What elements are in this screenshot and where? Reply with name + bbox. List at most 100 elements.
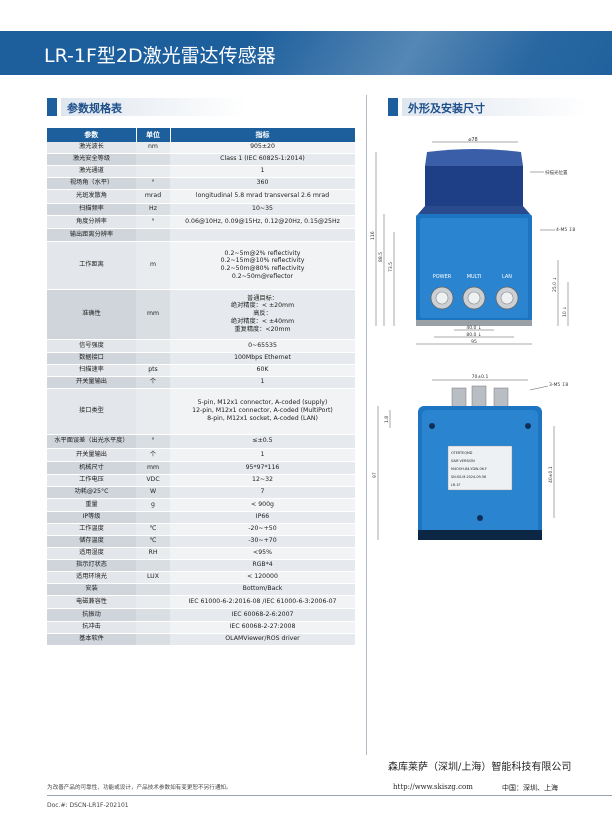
table-row: 角度分辨率°0.06@10Hz, 0.09@15Hz, 0.12@20Hz, 0… [47, 215, 355, 229]
table-row: 视场角（水平）°360 [47, 177, 355, 190]
unit-cell [136, 228, 170, 242]
column-header-unit: 单位 [136, 128, 171, 142]
value-cell: 7 [170, 486, 355, 499]
footer-divider [47, 795, 612, 796]
page-header: LR-1F型2D激光雷达传感器 [0, 31, 612, 75]
value-line: IEC 60068-2-6:2007 [231, 610, 294, 618]
front-dim-25: 25.0 ↓ [552, 277, 558, 292]
param-cell: 适用湿度 [47, 547, 136, 560]
param-cell: 工作电压 [47, 474, 136, 487]
unit-cell: 个 [136, 448, 170, 462]
port-connector-multi [462, 286, 486, 310]
website-link[interactable]: http://www.skiszg.com [393, 783, 473, 791]
unit-cell: RH [136, 547, 170, 560]
value-cell: 95*97*116 [170, 461, 355, 475]
product-label [447, 445, 513, 491]
value-line: 8-pin, M12x1 socket, A-coded (LAN) [207, 414, 318, 422]
unit-cell: ° [136, 215, 170, 229]
unit-cell [136, 633, 170, 646]
param-cell: 开关量输出 [47, 376, 136, 389]
dimension-section-heading: 外形及安装尺寸 [388, 98, 588, 116]
value-line: 1 [260, 450, 265, 458]
side-hole-callout: 3-M5 ↧8 [549, 382, 568, 388]
front-top-dim: ⌀78 [468, 137, 477, 143]
param-cell: 扫描频率 [47, 203, 136, 216]
param-cell: 工作温度 [47, 523, 136, 536]
value-line: < 900g [251, 500, 274, 508]
front-dim-10: 10 ↓ [562, 306, 568, 317]
front-hole-callout: 4-M5 ↧8 [556, 227, 575, 233]
header-decoration [219, 31, 612, 75]
company-name: 森库莱萨（深圳/上海）智能科技有限公司 [388, 762, 572, 773]
port-connector-lan [495, 286, 519, 310]
side-dim-1-8: 1.8 [384, 416, 390, 423]
dimension-section-title: 外形及安装尺寸 [408, 102, 485, 115]
scan-position-callout: 扫描光位置 [545, 169, 568, 176]
unit-cell [136, 621, 170, 634]
value-line: 10~35 [252, 205, 273, 213]
column-header-param: 参数 [47, 128, 137, 142]
value-line: 360 [256, 179, 269, 187]
unit-cell: mrad [136, 189, 170, 204]
value-line: IP66 [255, 513, 270, 521]
label-line-3: M4OOH-B4-YDW-06-F [451, 467, 487, 471]
value-cell: 1 [170, 376, 355, 389]
value-cell: ≤±0.5 [170, 434, 355, 449]
value-cell: IEC 61000-6-2:2016-08 /IEC 61000-6-3:200… [170, 595, 355, 609]
value-line: 高反： [253, 310, 272, 318]
value-line: 905±20 [250, 143, 275, 151]
value-cell: 5-pin, M12x1 connector, A-coded (supply)… [170, 388, 355, 435]
value-line: RGB*4 [252, 561, 273, 569]
side-top-dim: 70±0.1 [472, 374, 489, 380]
value-line: -20~+50 [248, 525, 277, 533]
unit-cell: ° [136, 434, 170, 449]
unit-cell [136, 559, 170, 572]
port-connector-power [430, 286, 454, 310]
front-dim-40: 40.0 ↓ [466, 325, 481, 331]
value-cell: 12~32 [170, 474, 355, 487]
param-cell: 机械尺寸 [47, 461, 136, 475]
value-cell: 905±20 [170, 142, 355, 154]
value-line: IEC 61000-6-2:2016-08 /IEC 61000-6-3:200… [188, 597, 337, 605]
value-cell: Class 1 (IEC 60825-1:2014) [170, 153, 355, 166]
mount-hole-3 [477, 515, 483, 521]
spec-section-heading: 参数规格表 [47, 98, 247, 116]
param-cell: 激光波长 [47, 142, 136, 154]
unit-cell [136, 608, 170, 622]
param-cell: IP等级 [47, 511, 136, 524]
unit-cell [136, 595, 170, 609]
value-cell: < 900g [170, 498, 355, 512]
port-label-lan: LAN [502, 274, 512, 280]
side-view-drawing: 70±0.1 3-M5 ↧8 OTERTEQMD SAM VERSION M4O… [372, 374, 568, 540]
lidar-dome-top [425, 149, 523, 166]
value-line: 0.2~50m@80% reflectivity [220, 265, 305, 272]
value-line: 100Mbps Ethernet [234, 354, 291, 362]
param-cell: 电磁兼容性 [47, 595, 136, 609]
value-line: 7 [260, 488, 265, 496]
param-cell: 功耗@25°C [47, 486, 136, 499]
value-cell: <95% [170, 547, 355, 560]
unit-cell: m [136, 241, 170, 290]
label-line-2: SAM VERSION [451, 459, 475, 463]
unit-cell [136, 583, 170, 596]
param-cell: 储存温度 [47, 535, 136, 548]
value-line: 12~32 [252, 476, 273, 484]
param-cell: 工作距离 [47, 241, 136, 290]
value-line: OLAMViewer/ROS driver [225, 635, 300, 643]
